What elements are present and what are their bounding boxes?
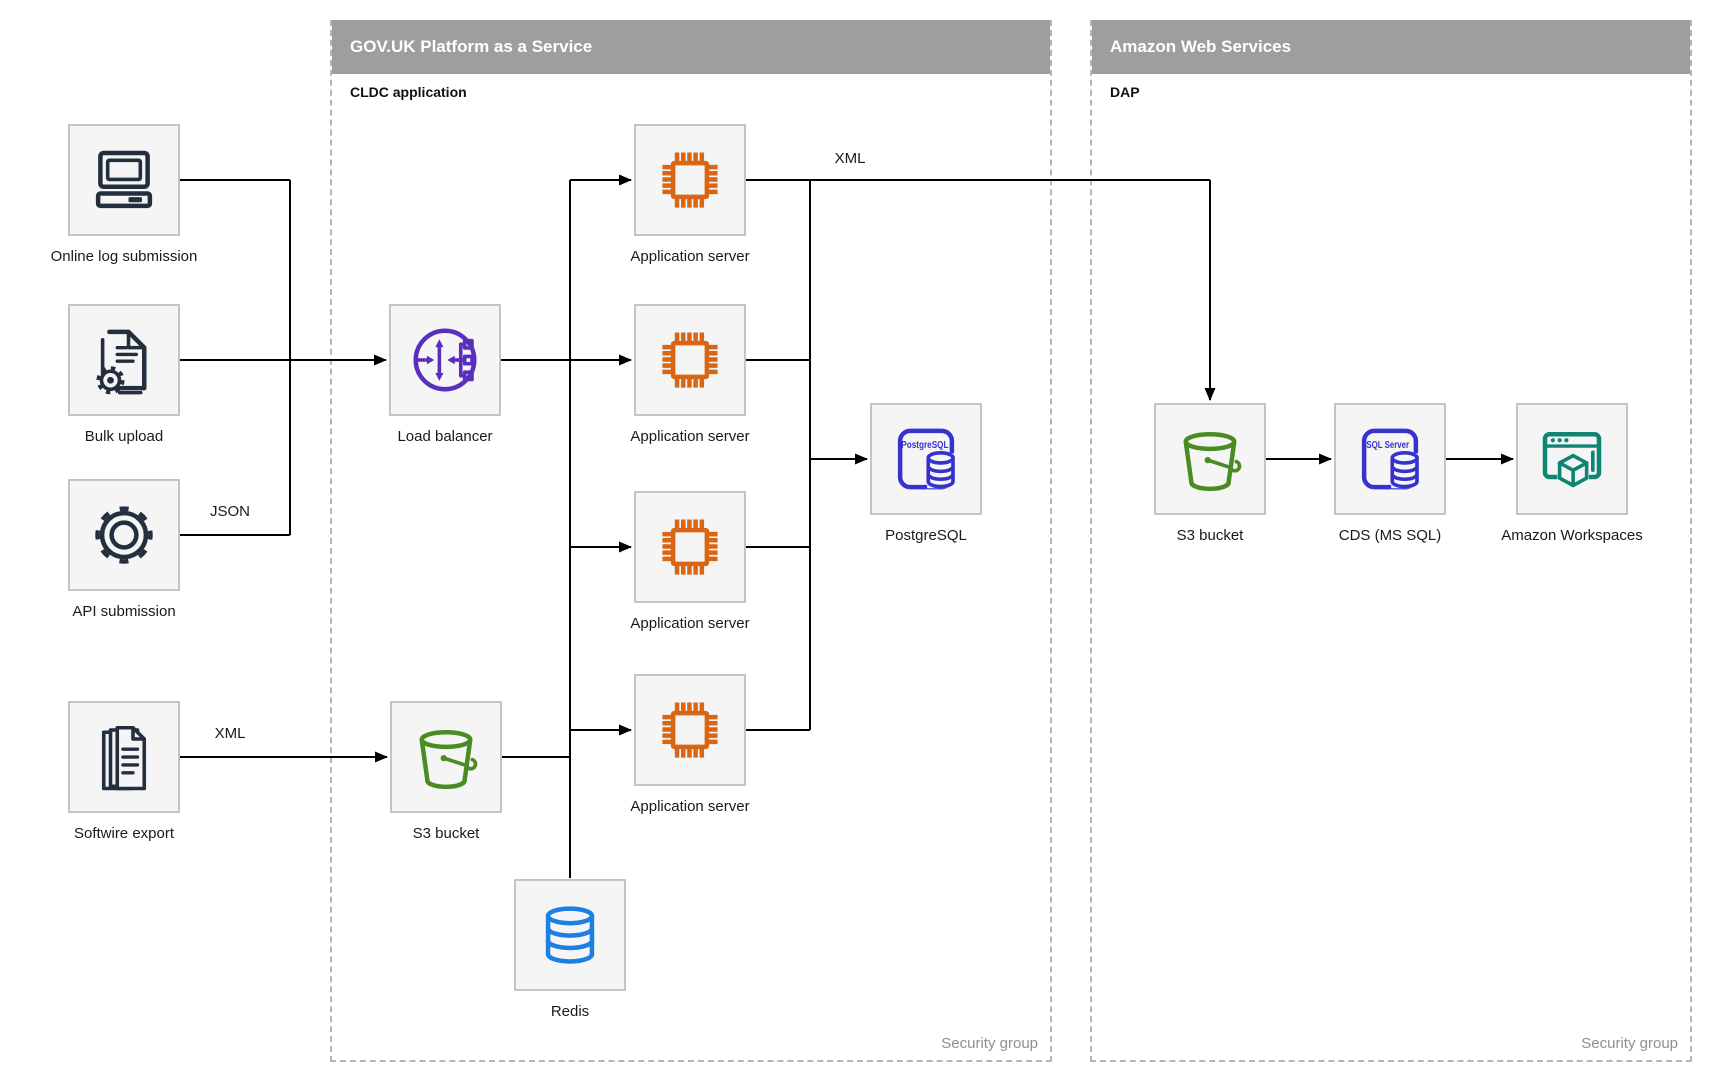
node-online-log-submission [68,124,180,236]
aws-container: Amazon Web Services DAP Security group [1090,20,1692,1062]
load-balancer-icon [413,328,477,392]
s3-bucket-icon [419,730,478,790]
postgresql-database-icon: PostgreSQL [897,428,957,490]
redis-database-icon [545,906,595,964]
aws-title-bar: Amazon Web Services [1092,20,1690,74]
sql-server-badge: SQL Server [1366,440,1409,451]
aws-sublabel: DAP [1110,84,1140,100]
gear-icon [95,506,153,564]
node-app-server-2 [634,304,746,416]
paas-sublabel: CLDC application [350,84,467,100]
chip-icon [662,519,718,575]
paas-container: GOV.UK Platform as a Service CLDC applic… [330,20,1052,1062]
paas-security-group-label: Security group [941,1035,1038,1052]
node-label: PostgreSQL [885,527,967,544]
node-label: Application server [630,428,750,445]
chip-icon [662,702,718,758]
sql-server-database-icon: SQL Server [1361,428,1421,490]
node-label: Online log submission [50,248,198,265]
amazon-workspaces-icon [1542,432,1602,489]
node-label: S3 bucket [1176,527,1244,544]
node-label: Application server [630,615,750,632]
node-label: S3 bucket [412,825,480,842]
edge-label-xml-softwire: XML [214,725,246,742]
node-label: Softwire export [73,825,175,842]
node-amazon-workspaces [1516,403,1628,515]
node-label: Load balancer [397,428,493,445]
node-label: CDS (MS SQL) [1338,527,1442,544]
node-label: Application server [630,798,750,815]
node-cds-ms-sql: SQL Server [1334,403,1446,515]
edge-label-json: JSON [209,503,250,520]
node-postgresql: PostgreSQL [870,403,982,515]
document-stack-icon [101,725,147,791]
node-app-server-3 [634,491,746,603]
node-redis [514,879,626,991]
node-bulk-upload [68,304,180,416]
node-app-server-4 [634,674,746,786]
chip-icon [662,152,718,208]
node-label: Bulk upload [84,428,164,445]
s3-bucket-icon [1183,432,1242,492]
node-api-submission [68,479,180,591]
node-app-server-1 [634,124,746,236]
chip-icon [662,332,718,388]
document-gear-icon [96,329,147,395]
aws-security-group-label: Security group [1581,1035,1678,1052]
node-s3-bucket-paas [390,701,502,813]
desktop-computer-icon [95,150,153,209]
node-label: API submission [72,603,176,620]
node-load-balancer [389,304,501,416]
node-label: Redis [550,1003,590,1020]
node-label: Application server [630,248,750,265]
node-softwire-export [68,701,180,813]
paas-title-bar: GOV.UK Platform as a Service [332,20,1050,74]
node-label: Amazon Workspaces [1501,527,1643,544]
edge-label-xml-transfer: XML [834,150,866,167]
node-s3-bucket-aws [1154,403,1266,515]
postgresql-badge: PostgreSQL [901,440,948,451]
